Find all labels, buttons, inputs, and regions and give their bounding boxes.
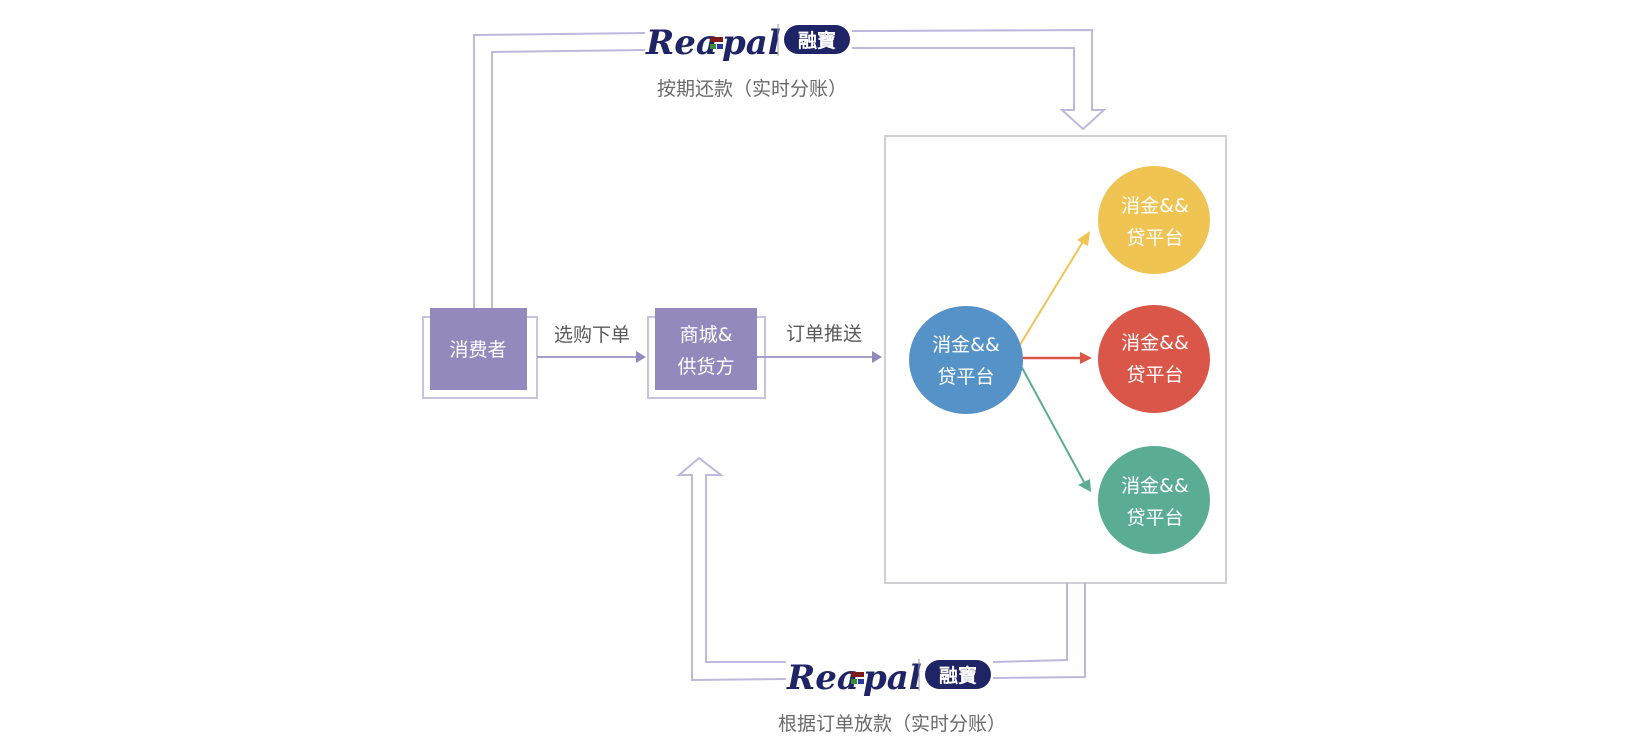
merchant-box-fill	[655, 308, 757, 390]
fanout-arrows	[1017, 231, 1092, 492]
order-push-arrow-head	[872, 351, 882, 363]
source-node-line2: 贷平台	[937, 366, 994, 388]
top-caption: 按期还款（实时分账）	[657, 78, 847, 100]
target-node-line2: 贷平台	[1126, 507, 1183, 529]
source-node-circle	[909, 306, 1023, 414]
arrow-to-green-line	[1019, 363, 1085, 483]
arrow-to-red-head	[1080, 352, 1092, 364]
arrow-to-yellow-head	[1077, 231, 1090, 246]
platform-target-node-1: 消金&& 贷平台	[1098, 166, 1210, 274]
target-node-line1: 消金&&	[1121, 332, 1189, 354]
target-node-line2: 贷平台	[1126, 364, 1183, 386]
purchase-arrow: 选购下单	[537, 324, 646, 363]
merchant-label-line1: 商城&	[680, 324, 733, 346]
platform-target-node-2: 消金&& 贷平台	[1098, 305, 1210, 413]
reapal-logo-top: Rea pal 融寶	[645, 23, 850, 63]
merchant-box: 商城& 供货方	[647, 308, 766, 399]
svg-text:Rea: Rea	[786, 658, 859, 698]
source-node-line1: 消金&&	[932, 334, 1000, 356]
bottom-pipe-outer-right	[992, 583, 1086, 679]
target-node-circle	[1098, 166, 1210, 274]
target-node-line1: 消金&&	[1121, 475, 1189, 497]
arrow-to-green-head	[1078, 479, 1091, 492]
order-push-label: 订单推送	[786, 323, 862, 345]
logo-blue-bar	[858, 679, 864, 684]
target-node-circle	[1098, 446, 1210, 554]
bottom-caption: 根据订单放款（实时分账）	[778, 713, 1006, 735]
top-repayment-pipe	[473, 28, 1107, 310]
purchase-arrow-head	[636, 351, 646, 363]
svg-text:pal: pal	[722, 23, 781, 63]
bottom-pipe-inner-right	[992, 583, 1068, 663]
target-node-circle	[1098, 305, 1210, 413]
top-pipe-outer-left	[473, 32, 646, 310]
svg-text:Rea: Rea	[645, 23, 718, 63]
reapal-logo-bottom: Rea pal 融寶	[786, 658, 991, 698]
platform-target-node-3: 消金&& 贷平台	[1098, 446, 1210, 554]
top-pipe-inner-left	[491, 49, 646, 310]
consumer-box-fill	[430, 308, 527, 390]
logo-red-bar	[851, 672, 864, 677]
top-pipe-arrow-down	[851, 28, 1107, 131]
bottom-pipe-arrow-up	[676, 456, 787, 682]
consumer-label: 消费者	[449, 339, 506, 361]
logo-badge-text: 融寶	[939, 664, 977, 687]
logo-badge	[925, 660, 991, 689]
purchase-label: 选购下单	[554, 324, 630, 346]
svg-text:pal: pal	[863, 658, 922, 698]
merchant-label-line2: 供货方	[677, 356, 734, 378]
logo-badge	[784, 25, 850, 54]
order-push-arrow: 订单推送	[757, 323, 882, 363]
consumer-box: 消费者	[422, 308, 538, 399]
logo-green-bar	[851, 679, 857, 684]
logo-red-bar	[710, 37, 723, 42]
bottom-loan-pipe	[676, 456, 1086, 682]
logo-badge-text: 融寶	[798, 29, 836, 52]
platform-source-node: 消金&& 贷平台	[909, 306, 1023, 414]
target-node-line1: 消金&&	[1121, 195, 1189, 217]
logo-green-bar	[710, 44, 716, 49]
target-node-line2: 贷平台	[1126, 227, 1183, 249]
logo-blue-bar	[717, 44, 723, 49]
arrow-to-yellow-line	[1017, 239, 1085, 349]
